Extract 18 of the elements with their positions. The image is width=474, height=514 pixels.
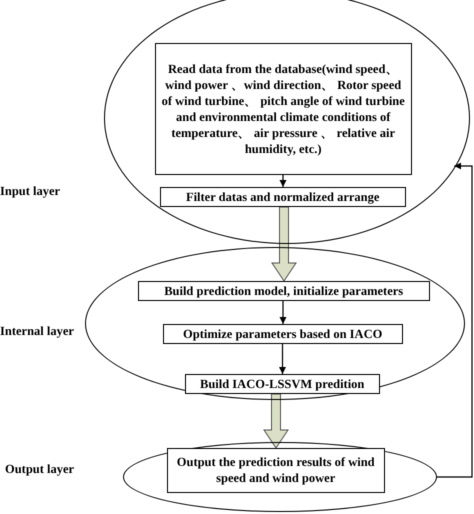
process-box: Build IACO-LSSVM predition [184,374,380,394]
layer-label: Internal layer [0,324,74,339]
layer-ellipse [123,442,437,512]
block-arrow [263,394,289,449]
process-box: Output the prediction results of wind speed and wind power [166,448,385,493]
layer-label: Output layer [5,462,74,477]
layer-ellipse [104,0,470,244]
arrow [280,175,286,187]
arrow [280,301,286,324]
layer-label: Input layer [0,184,60,199]
block-arrow [271,206,297,282]
process-box: Build prediction model, initialize parameters [138,280,430,301]
arrow [436,162,473,478]
layer-ellipse [85,247,465,400]
arrow [279,344,286,374]
process-box: Optimize parameters based on IACO [162,324,403,344]
process-box: Read data from the database(wind speed、 wind power 、wind direction、 Rotor speed of wind turbine、 pitch angle of wind turbine and environmental climate conditions of temperature、 air pressure 、 relative air humidity, etc.) [154,42,412,175]
process-box: Filter datas and normalized arrange [160,186,406,207]
